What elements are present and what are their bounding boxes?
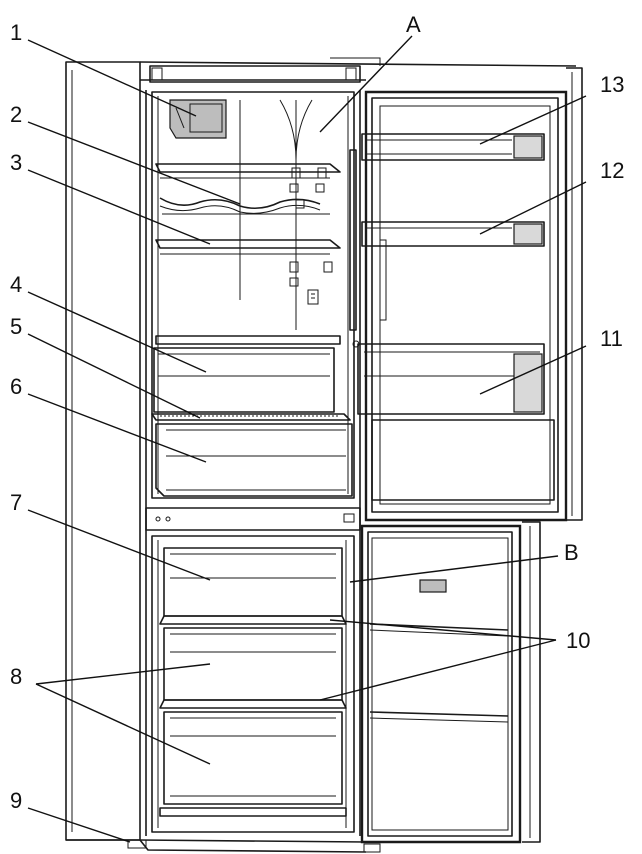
freezer-compartment [151,535,355,833]
door-balcony-top [361,133,545,161]
crisper-drawer-upper [153,347,335,413]
fridge-door [357,67,583,522]
crisper-drawer-lower [155,423,353,497]
door-balcony-middle [361,221,545,247]
callout-6: 6 [10,374,22,399]
fridge-compartment [151,91,360,499]
callout-7: 7 [10,490,22,515]
callout-8: 8 [10,664,22,689]
callout-3: 3 [10,150,22,175]
callout-12: 12 [600,158,624,183]
light-unit [169,99,227,139]
cabinet [65,57,577,853]
callout-2: 2 [10,102,22,127]
callout-13: 13 [600,72,624,97]
callout-labels: 1 2 3 4 5 6 7 8 9 10 11 12 13 A B [10,12,624,813]
callout-5: 5 [10,314,22,339]
freezer-door [360,521,541,844]
callout-A: A [406,12,421,37]
door-balcony-bottom [357,343,555,501]
freezer-drawer-middle [159,627,347,709]
leader-lines [27,35,587,843]
glass-shelf-upper [155,163,341,215]
callout-11: 11 [600,326,623,351]
callout-9: 9 [10,788,22,813]
glass-shelf-middle [155,239,341,305]
callout-4: 4 [10,272,22,297]
callout-1: 1 [10,20,22,45]
freezer-drawer-top [159,547,347,625]
callout-B: B [564,540,579,565]
freezer-drawer-bottom [159,711,347,817]
crisper-cover [151,413,351,421]
callout-10: 10 [566,628,590,653]
